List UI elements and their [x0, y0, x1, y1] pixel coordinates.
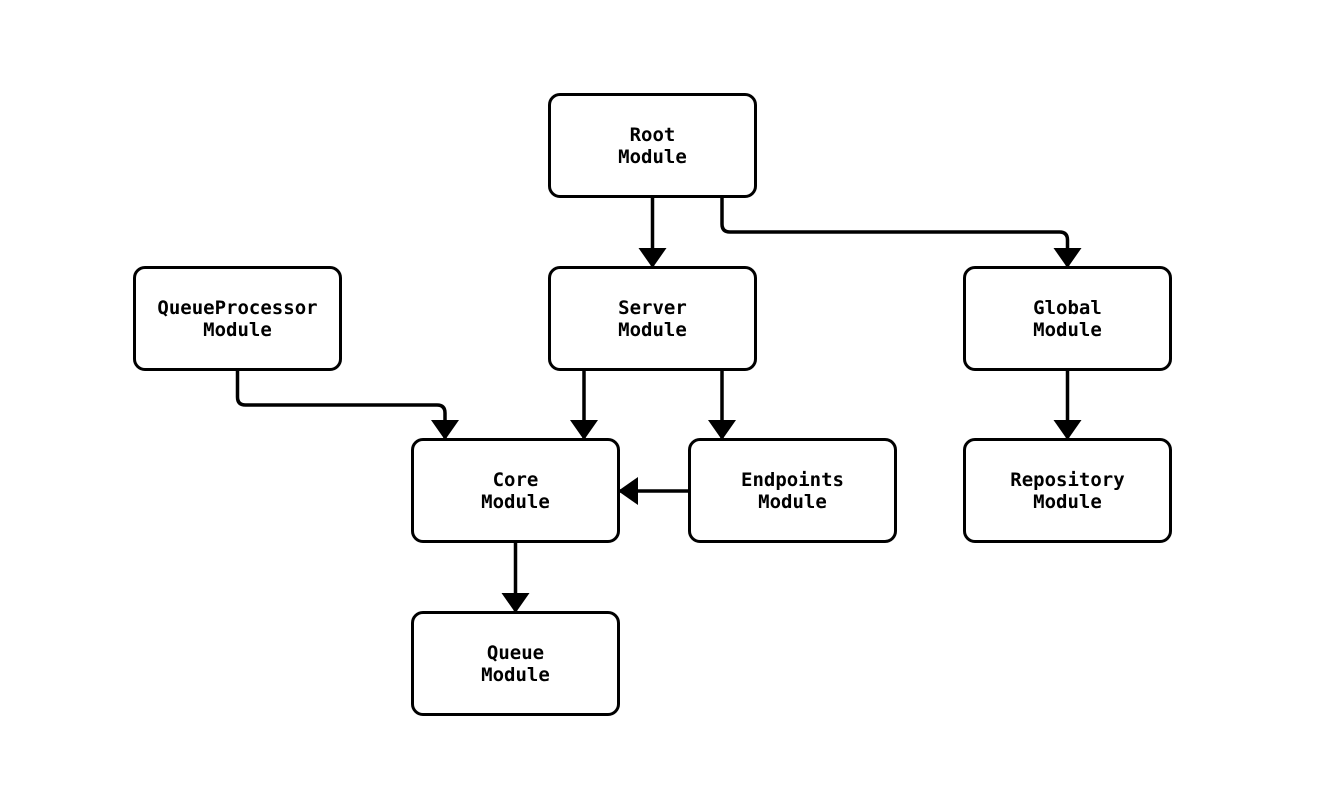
node-endpoints-module: Endpoints Module [688, 438, 897, 543]
node-root-module: Root Module [548, 93, 757, 198]
node-global-module: Global Module [963, 266, 1172, 371]
node-global-module-label: Global Module [1033, 296, 1102, 341]
node-server-module: Server Module [548, 266, 757, 371]
node-repository-module-label: Repository Module [1010, 468, 1125, 513]
node-core-module: Core Module [411, 438, 620, 543]
node-endpoints-module-label: Endpoints Module [741, 468, 844, 513]
node-queue-module-label: Queue Module [481, 641, 550, 686]
node-repository-module: Repository Module [963, 438, 1172, 543]
node-core-module-label: Core Module [481, 468, 550, 513]
node-queueprocessor-module: QueueProcessor Module [133, 266, 342, 371]
edge-queueprocessor-to-core [235, 371, 459, 440]
edge-root-to-global [720, 198, 1082, 268]
node-root-module-label: Root Module [618, 123, 687, 168]
node-server-module-label: Server Module [618, 296, 687, 341]
node-queue-module: Queue Module [411, 611, 620, 716]
node-queueprocessor-module-label: QueueProcessor Module [157, 296, 318, 341]
